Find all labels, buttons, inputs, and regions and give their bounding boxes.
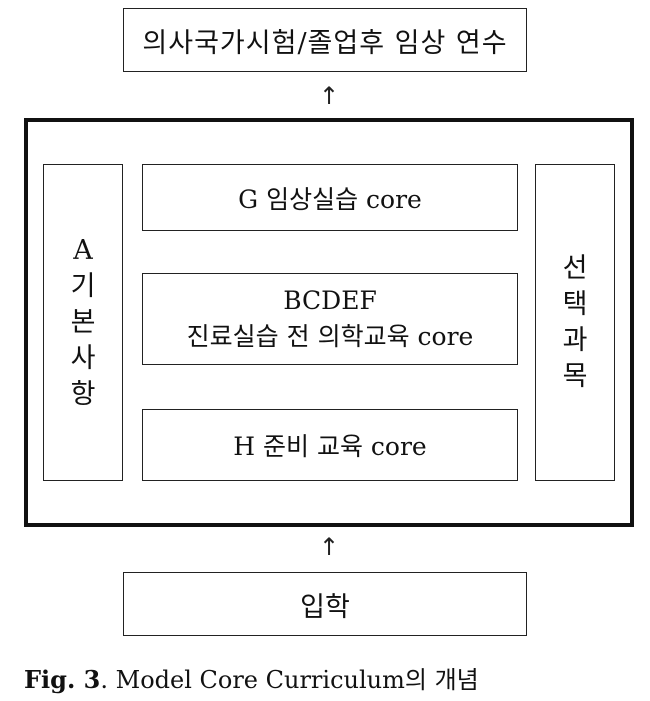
electives-char: 목 [562,360,588,392]
preclinical-core-box: BCDEF 진료실습 전 의학교육 core [142,273,518,365]
figure-caption-text: . Model Core Curriculum의 개념 [100,666,479,694]
preparatory-core-box: H 준비 교육 core [142,409,518,481]
electives-char: 택 [562,288,588,320]
electives-box: 선 택 과 목 [535,164,615,481]
exam-training-box: 의사국가시험/졸업후 임상 연수 [123,8,527,72]
electives-char: 선 [562,252,588,284]
electives-char: 과 [562,324,588,356]
clinical-practice-core-label: G 임상실습 core [238,184,422,214]
up-arrow-icon: ↑ [319,533,340,561]
exam-training-label: 의사국가시험/졸업후 임상 연수 [142,27,508,59]
basic-items-char: A [73,234,93,266]
basic-items-char: 사 [70,342,96,374]
figure-caption: Fig. 3. Model Core Curriculum의 개념 [24,660,479,695]
core-curriculum-frame [24,118,634,527]
basic-items-char: 본 [70,306,96,338]
preclinical-core-label: 진료실습 전 의학교육 core [186,322,474,351]
admission-box: 입학 [123,572,527,636]
up-arrow-icon: ↑ [319,82,340,110]
clinical-practice-core-box: G 임상실습 core [142,164,518,231]
figure-label: Fig. 3 [24,665,101,694]
electives-label: 선 택 과 목 [563,251,588,395]
preclinical-core-code: BCDEF [283,286,377,315]
basic-items-char: 항 [70,378,96,410]
admission-label: 입학 [300,591,350,623]
basic-items-char: 기 [70,270,96,302]
preparatory-core-label: H 준비 교육 core [233,432,427,461]
basic-items-label: A 기 본 사 항 [71,233,96,413]
basic-items-box: A 기 본 사 항 [43,164,123,481]
